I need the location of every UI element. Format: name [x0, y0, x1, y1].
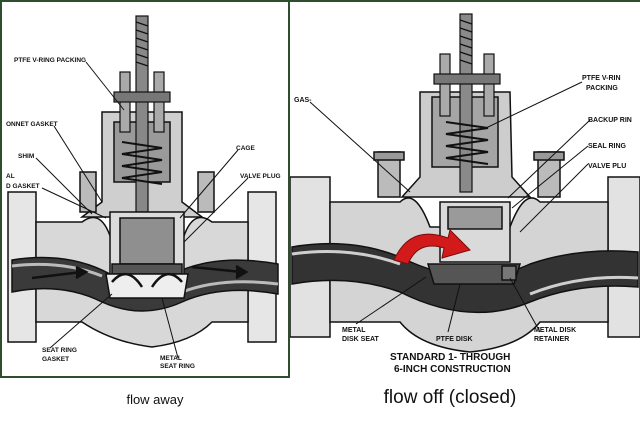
label-backup-ring: BACKUP RIN — [588, 117, 632, 124]
label-ptfe-vring-2: PACKING — [586, 85, 618, 92]
label-metal-disk-retainer-1: METAL DISK — [534, 327, 576, 334]
caption-flow-away: flow away — [126, 392, 184, 407]
label-bonnet-gasket: ONNET GASKET — [6, 121, 58, 128]
right-valve-stem — [433, 13, 501, 193]
label-metal-seat-ring-1: METAL — [160, 355, 182, 362]
diagram-title-line-2: 6-INCH CONSTRUCTION — [394, 364, 511, 375]
label-metal-seat-ring-2: SEAT RING — [160, 363, 195, 370]
label-ptfe-vring-1: PTFE V-RIN — [582, 75, 621, 82]
label-al: AL — [6, 173, 15, 180]
right-leader-lines — [309, 81, 591, 333]
label-ptfe-vring-packing: PTFE V-RING PACKING — [14, 57, 86, 64]
label-seat-ring-gasket-2: GASKET — [42, 356, 69, 363]
label-seat-ring-gasket-1: SEAT RING — [42, 347, 77, 354]
label-ptfe-disk: PTFE DISK — [436, 336, 473, 343]
left-valve-stem — [113, 15, 171, 213]
label-gas: GAS- — [294, 97, 312, 104]
right-valve-panel: GAS- PTFE V-RIN PACKING BACKUP RIN SEAL … — [290, 0, 640, 378]
left-flow-arrows — [31, 264, 249, 288]
left-valve-diagram: PTFE V-RING PACKING ONNET GASKET SHIM AL… — [6, 15, 281, 370]
left-cage-and-plug — [105, 211, 189, 299]
label-seal-ring: SEAL RING — [588, 143, 627, 150]
right-valve-diagram: GAS- PTFE V-RIN PACKING BACKUP RIN SEAL … — [290, 13, 640, 375]
left-leader-lines — [35, 61, 249, 359]
label-valve-plug-right: VALVE PLU — [588, 163, 626, 170]
caption-flow-off-closed: flow off (closed) — [383, 387, 517, 408]
label-d-gasket: D GASKET — [6, 183, 40, 190]
label-metal-disk-seat-1: METAL — [342, 327, 366, 334]
red-flow-arrow — [393, 229, 471, 265]
left-valve-panel: PTFE V-RING PACKING ONNET GASKET SHIM AL… — [0, 0, 290, 378]
label-shim: SHIM — [18, 153, 34, 160]
label-metal-disk-retainer-2: RETAINER — [534, 336, 569, 343]
diagram-title-line-1: STANDARD 1- THROUGH — [390, 352, 510, 363]
label-cage: CAGE — [236, 145, 255, 152]
label-valve-plug: VALVE PLUG — [240, 173, 281, 180]
label-metal-disk-seat-2: DISK SEAT — [342, 336, 380, 343]
